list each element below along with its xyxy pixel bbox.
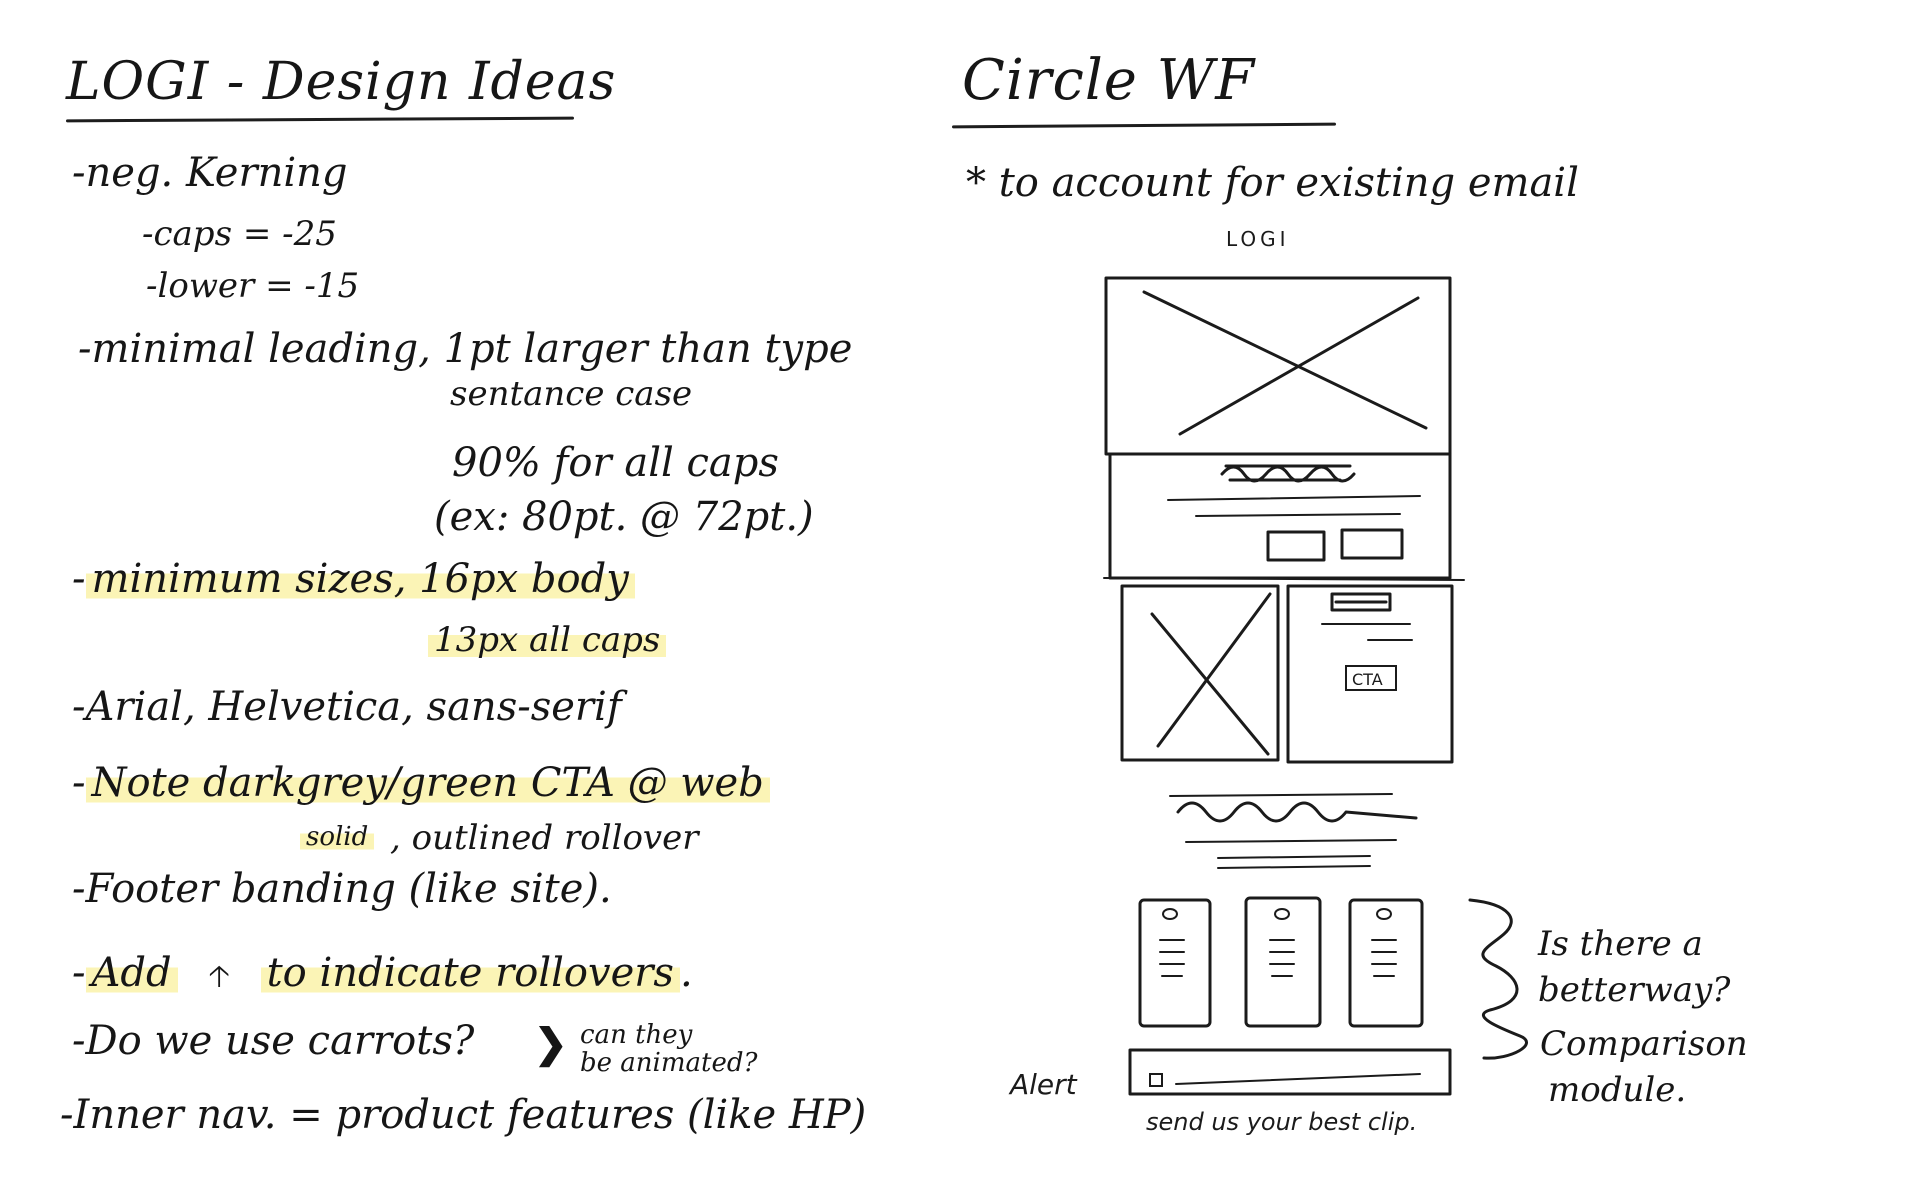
wf-split-copy <box>1286 584 1454 764</box>
chevron-right-icon: ❯ <box>534 1020 568 1067</box>
note-all-caps-pct: 90% for all caps <box>452 440 779 486</box>
note-cta-solid: solid <box>300 822 375 852</box>
wf-section-line-4 <box>1217 865 1371 869</box>
note-animated-2: be animated? <box>580 1048 758 1078</box>
wf-card-3-lines <box>1371 939 1397 977</box>
wf-card-3-icon <box>1376 908 1392 920</box>
wf-hero-cross-2 <box>1178 296 1420 436</box>
wf-headline-line-1 <box>1167 495 1421 501</box>
wf-hero-cross-1 <box>1142 290 1428 430</box>
note-leading: -minimal leading, 1pt larger than type <box>78 326 853 372</box>
note-min-sizes: -minimum sizes, 16px body <box>72 556 635 602</box>
note-cta-solid-text: solid <box>300 822 375 852</box>
note-add-dash: - <box>72 950 86 996</box>
page-title-right: Circle WF <box>962 48 1256 113</box>
wf-hero-image <box>1104 276 1452 456</box>
note-add-text: Add <box>85 950 178 996</box>
note-carrots: -Do we use carrots? <box>72 1018 475 1064</box>
wf-card-2-lines <box>1269 939 1295 977</box>
wf-alert-label: Alert <box>1008 1068 1078 1101</box>
comparison-note-3: Comparison <box>1540 1024 1748 1064</box>
note-example: (ex: 80pt. @ 72pt.) <box>434 494 814 540</box>
wf-split-image <box>1120 584 1280 762</box>
note-caps-size-text: 13px all caps <box>428 620 667 660</box>
wf-section-line-1 <box>1169 793 1393 797</box>
wf-card-3 <box>1348 898 1424 1028</box>
page-title-left: LOGI - Design Ideas <box>66 52 617 112</box>
note-add: -Add 🡡 to indicate rollovers. <box>72 950 693 1005</box>
wf-card-1-lines <box>1159 939 1185 977</box>
wf-alert-checkbox <box>1149 1073 1163 1087</box>
wf-section-scribble <box>1176 801 1418 823</box>
wf-footer-text: send us your best clip. <box>1146 1108 1417 1136</box>
wf-card-1 <box>1138 898 1212 1028</box>
wf-cta-label: CTA <box>1352 670 1383 689</box>
note-min-sizes-text: minimum sizes, 16px body <box>85 556 635 602</box>
note-rollovers-end: . <box>679 950 693 996</box>
note-caps-size: 13px all caps <box>428 620 667 660</box>
comparison-note-2: betterway? <box>1538 970 1731 1010</box>
wf-alert-line <box>1175 1073 1421 1085</box>
wf-card-2 <box>1244 896 1322 1028</box>
wf-headline-scribble <box>1220 464 1356 483</box>
wf-cta-button <box>1345 665 1397 691</box>
wf-headline-button-2 <box>1340 528 1404 560</box>
note-fonts: -Arial, Helvetica, sans-serif <box>72 684 622 730</box>
note-sentence-case: sentance case <box>450 374 693 414</box>
note-cta: -Note darkgrey/green CTA @ web <box>72 760 770 806</box>
note-animated-1: can they <box>580 1020 693 1050</box>
note-min-sizes-dash: - <box>72 556 86 602</box>
wf-split-cross-1 <box>1150 612 1270 756</box>
wf-headline-line-2 <box>1195 513 1401 517</box>
comparison-note-4: module. <box>1548 1070 1687 1110</box>
note-inner-nav: -Inner nav. = product features (like HP) <box>60 1092 867 1138</box>
wf-card-2-icon <box>1274 908 1290 920</box>
note-kerning: -neg. Kerning <box>72 150 348 196</box>
wf-section-line-2 <box>1185 839 1397 843</box>
note-existing-email: * to account for existing email <box>966 160 1579 206</box>
wf-card-1-icon <box>1162 908 1178 920</box>
wf-split-copy-scribble <box>1330 592 1392 612</box>
wf-alert-bar <box>1128 1048 1452 1096</box>
wf-curly-brace <box>1468 898 1528 1060</box>
note-cta-dash: - <box>72 760 86 806</box>
wf-split-top-rule <box>1103 577 1465 581</box>
note-caps: -caps = -25 <box>142 214 337 254</box>
wf-headline-button-1 <box>1266 530 1326 562</box>
comparison-note-1: Is there a <box>1538 924 1703 964</box>
note-cta-outlined: , outlined rollover <box>390 818 699 858</box>
note-lower: -lower = -15 <box>146 266 360 306</box>
note-footer: -Footer banding (like site). <box>72 866 612 912</box>
wf-logo: LOGI <box>1226 227 1290 251</box>
wf-split-cross-2 <box>1156 592 1272 748</box>
up-arrow-icon: 🡡 <box>208 959 230 994</box>
note-rollovers-text: to indicate rollovers <box>260 950 680 996</box>
wf-section-line-3 <box>1217 855 1371 859</box>
note-cta-text: Note darkgrey/green CTA @ web <box>85 760 770 806</box>
